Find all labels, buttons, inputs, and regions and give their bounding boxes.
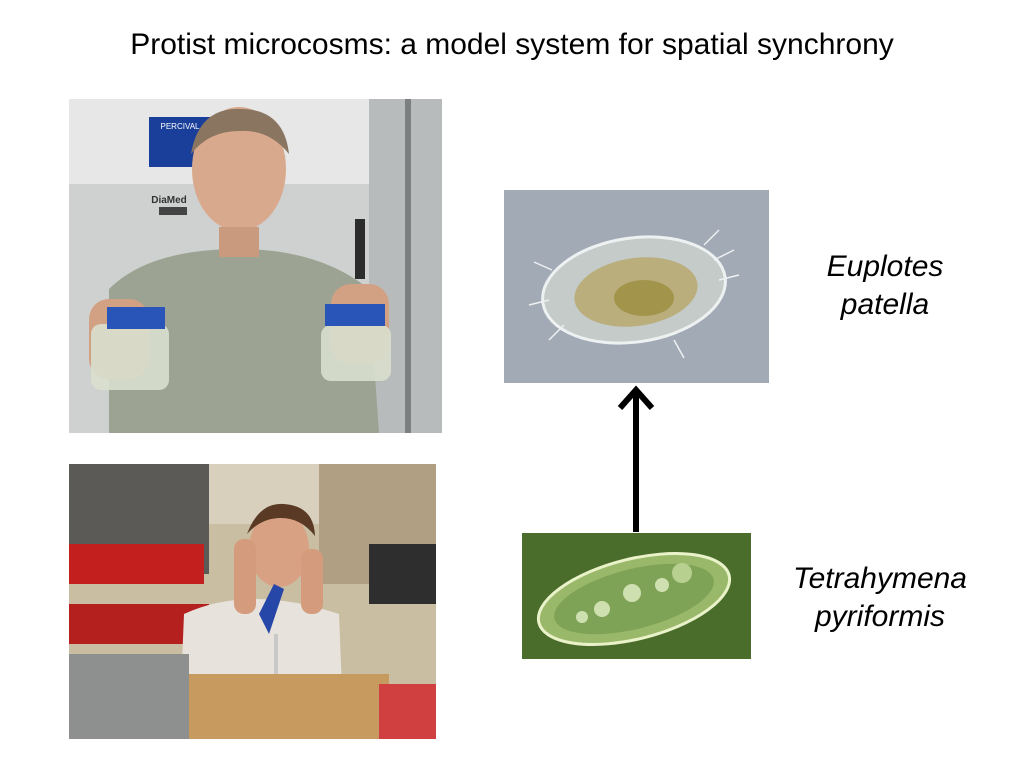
euplotes-genus: Euplotes [826, 250, 944, 283]
incubator-brand-label: PERCIVAL [161, 122, 201, 131]
tetrahymena-label: Tetrahymena pyriformis [768, 560, 992, 636]
slide-title: Protist microcosms: a model system for s… [130, 28, 894, 61]
researcher-with-pipette-photo [69, 464, 436, 739]
tetrahymena-epithet: pyriformis [814, 600, 945, 633]
tetrahymena-micrograph [522, 533, 751, 659]
arrow-up-icon [617, 385, 655, 532]
tetrahymena-genus: Tetrahymena [793, 562, 967, 595]
researcher-holding-bottles-photo: PERCIVAL DiaMed [69, 99, 442, 433]
incubator-badge-label: DiaMed [151, 195, 187, 206]
euplotes-micrograph [504, 190, 769, 383]
euplotes-epithet: patella [840, 288, 930, 321]
euplotes-label: Euplotes patella [790, 248, 980, 324]
